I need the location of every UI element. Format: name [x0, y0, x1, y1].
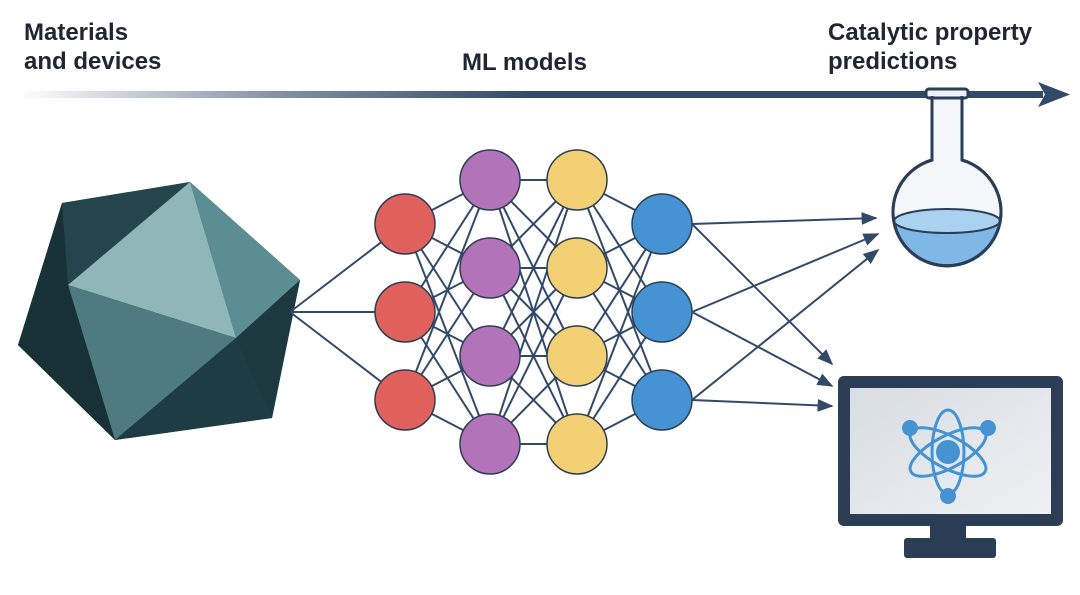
predictions-label-line2: predictions — [828, 48, 958, 75]
node-hidden-2-2 — [546, 237, 608, 299]
output-arrows — [691, 212, 880, 412]
arrow-to-computer — [691, 398, 834, 412]
arrow-to-flask — [691, 248, 880, 401]
arrow-to-flask — [691, 233, 880, 313]
icosahedron-icon — [18, 182, 300, 440]
node-input-2 — [374, 281, 436, 343]
node-hidden-1-4 — [459, 413, 521, 475]
arrow-to-flask — [691, 212, 878, 225]
network-connection — [489, 179, 578, 357]
predictions-label-line1: Catalytic property — [828, 19, 1033, 46]
flask-icon — [891, 87, 1003, 268]
neural-network — [374, 149, 693, 475]
arrow-to-computer — [691, 223, 834, 366]
network-connection — [489, 267, 578, 445]
node-hidden-2-4 — [546, 413, 608, 475]
network-connection — [489, 179, 578, 445]
node-input-3 — [374, 369, 436, 431]
node-hidden-2-1 — [546, 149, 608, 211]
network-connection — [576, 223, 663, 445]
node-output-3 — [631, 369, 693, 431]
materials-label-line2: and devices — [24, 48, 162, 75]
ml-models-label: ML models — [462, 49, 587, 76]
network-connection — [404, 179, 491, 401]
catalytic-predictions-label: Catalytic property predictions — [828, 18, 1032, 76]
node-hidden-1-1 — [459, 149, 521, 211]
materials-and-devices-label: Materials and devices — [24, 18, 161, 76]
materials-label-line1: Materials — [24, 19, 129, 46]
atom-icon — [902, 408, 996, 504]
node-input-1 — [374, 193, 436, 255]
arrow-to-computer — [691, 311, 834, 387]
timeline-arrow — [18, 82, 1070, 107]
node-hidden-1-3 — [459, 325, 521, 387]
node-output-2 — [631, 281, 693, 343]
node-hidden-1-2 — [459, 237, 521, 299]
computer-monitor-icon — [838, 376, 1063, 558]
node-hidden-2-3 — [546, 325, 608, 387]
network-connections — [289, 179, 663, 445]
node-output-1 — [631, 193, 693, 255]
